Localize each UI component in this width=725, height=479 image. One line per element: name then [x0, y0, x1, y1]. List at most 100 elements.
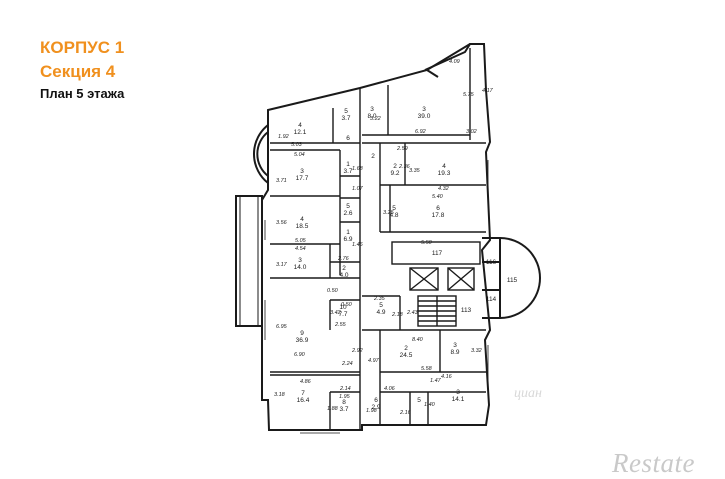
dimension-label: 6.90	[294, 352, 306, 358]
dimension-label: 5.03	[291, 142, 303, 148]
room-area: 4.9	[376, 309, 385, 316]
brand-watermark: Restate	[612, 448, 695, 478]
faint-watermark: циан	[514, 386, 542, 401]
room-number: 4	[298, 122, 302, 129]
dimension-label: 2.16	[399, 410, 412, 416]
room-area: 3.7	[339, 406, 348, 413]
dimension-label: 2.76	[337, 256, 350, 262]
room-number: 5	[379, 302, 383, 309]
dimension-label: 1.07	[352, 186, 364, 192]
dimension-label: 3.22	[370, 116, 381, 122]
dimension-label: 2.14	[339, 386, 351, 392]
plan-walls	[235, 43, 541, 431]
floor-plan: 4 12.1 5 3.7 6 3 8.0 3 39.0 3 17.7 1 3.7…	[235, 43, 541, 434]
dimension-label: 2.55	[334, 322, 347, 328]
room-area: 17.7	[296, 175, 309, 182]
dimension-label: 3.71	[276, 178, 287, 184]
room-area: 3.7	[343, 168, 352, 175]
dimension-label: 2.92	[351, 348, 363, 354]
room-area: 18.5	[296, 223, 309, 230]
building-title: КОРПУС 1	[40, 38, 125, 57]
dimension-label: 3.02	[466, 129, 477, 135]
room-number: 4	[300, 216, 304, 223]
room-area: 19.3	[438, 170, 451, 177]
dimension-label: 3.25	[383, 210, 395, 216]
room-area: 17.8	[432, 212, 445, 219]
dimension-label: 4.09	[449, 59, 460, 65]
dimension-label: 5.75	[463, 92, 475, 98]
bay-label: 115	[507, 277, 518, 284]
dimension-label: 1.92	[278, 134, 289, 140]
room-area: 14.1	[452, 396, 465, 403]
room-number: 3	[370, 106, 374, 113]
room-number: 6	[374, 397, 378, 404]
room-number: 5	[346, 203, 350, 210]
room-area: 2.6	[343, 210, 352, 217]
dimension-label: 4.32	[438, 186, 449, 192]
dimension-label: 3.18	[274, 392, 286, 398]
dimension-label: 3.42	[330, 310, 341, 316]
dimension-label: 5.05	[295, 238, 307, 244]
room-number: 5	[417, 397, 421, 404]
dimension-label: 5.40	[432, 194, 444, 200]
dimension-label: 1.98	[366, 408, 378, 414]
room-area: 2.9	[371, 404, 380, 411]
room-area: 8.0	[367, 113, 376, 120]
room-number: 3	[300, 168, 304, 175]
room-area: 3.7	[341, 115, 350, 122]
dimension-label: 3.56	[276, 220, 288, 226]
floor-plan-title: План 5 этажа	[40, 86, 125, 101]
room-number: 7	[301, 390, 305, 397]
room-number: 4	[442, 163, 446, 170]
dimension-label: 4.97	[368, 358, 380, 364]
dimension-label: 6.92	[415, 129, 426, 135]
dimension-label: 3.17	[276, 262, 288, 268]
dimension-label: 3.32	[471, 348, 482, 354]
dimension-label: 2.18	[391, 312, 404, 318]
room-number: 3	[456, 389, 460, 396]
plan-partitions	[270, 48, 486, 430]
dimension-label: 0.50	[341, 302, 353, 308]
room-number: 3	[422, 106, 426, 113]
room-area: 16.4	[297, 397, 310, 404]
room-area: 4.8	[389, 212, 398, 219]
dimension-label: 4.17	[482, 88, 494, 94]
dimension-label: 5.50	[421, 240, 433, 246]
room-number: 1	[346, 161, 350, 168]
plan-windows	[264, 160, 489, 434]
bay-label: 116	[486, 259, 497, 266]
dimension-label: 2.59	[396, 146, 408, 152]
room-area: 39.0	[418, 113, 431, 120]
corridor-label: 117	[432, 250, 443, 257]
room-number: 3	[298, 257, 302, 264]
room-number: 2	[404, 345, 408, 352]
dimension-label: 4.06	[384, 386, 396, 392]
stair-label: 113	[461, 307, 472, 314]
dimension-label: 0.50	[327, 288, 339, 294]
dimension-label: 2.43	[406, 310, 419, 316]
room-area: 36.9	[296, 337, 309, 344]
room-number: 8	[342, 399, 346, 406]
dimension-label: 2.35	[373, 296, 386, 302]
dimension-label: 2.24	[341, 361, 353, 367]
dimension-label: 4.16	[441, 374, 453, 380]
room-area: 4.0	[339, 272, 348, 279]
plan-dimensions: 5.03 5.04 6.92 3.02 2.59 4.32 5.40 5.50 …	[274, 59, 494, 416]
room-number: 2	[371, 153, 375, 160]
room-number: 5	[344, 108, 348, 115]
room-area: 8.9	[450, 349, 459, 356]
dimension-label: 4.86	[300, 379, 312, 385]
dimension-label: 1.68	[352, 166, 364, 172]
dimension-label: 1.46	[352, 242, 364, 248]
room-number: 2	[393, 163, 397, 170]
room-area: 6.9	[343, 236, 352, 243]
dimension-label: 3.35	[409, 168, 421, 174]
dimension-label: 5.58	[421, 366, 433, 372]
room-number: 6	[436, 205, 440, 212]
dimension-label: 8.40	[412, 337, 424, 343]
room-area: 12.1	[294, 129, 307, 136]
dimension-label: 1.88	[327, 406, 339, 412]
room-number: 9	[300, 330, 304, 337]
bay-label: 114	[486, 296, 497, 303]
dimension-label: 6.95	[276, 324, 288, 330]
